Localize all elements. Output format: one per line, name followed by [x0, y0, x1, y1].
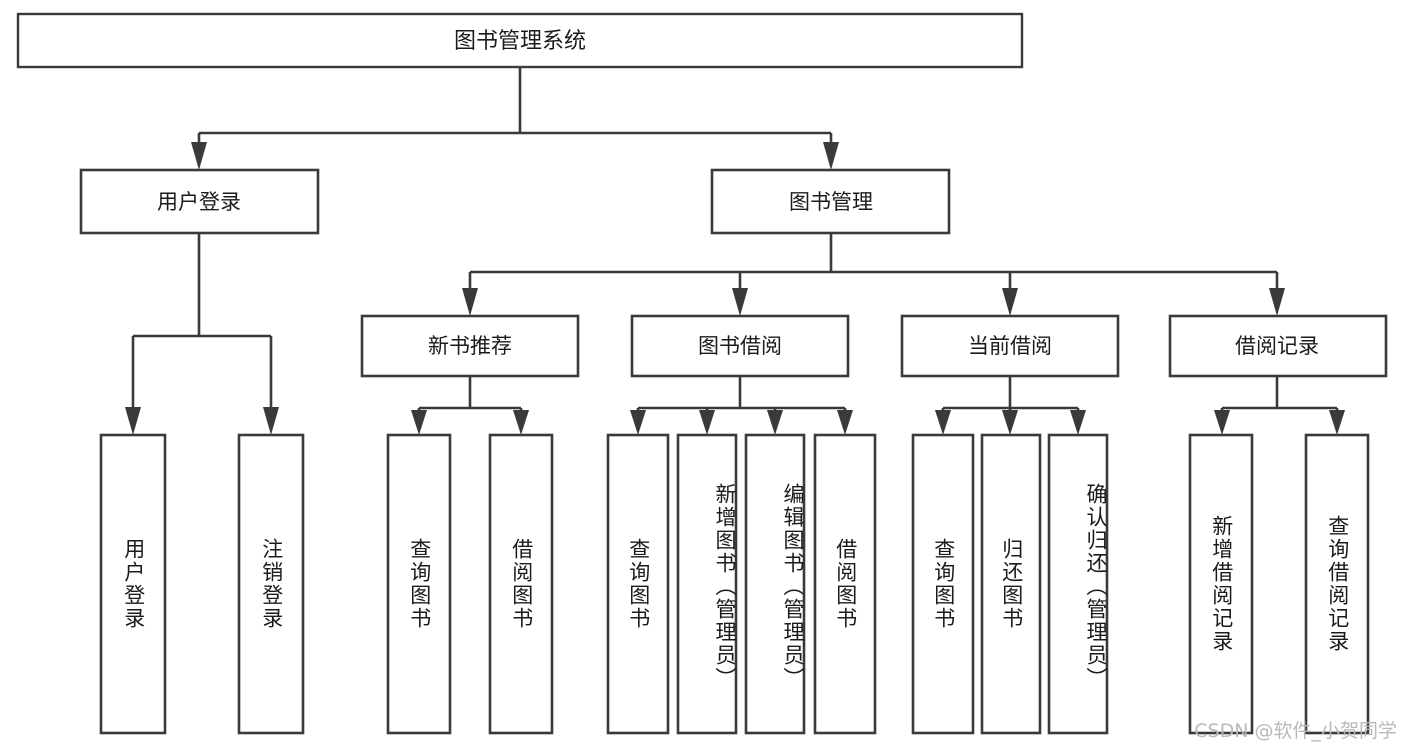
leaf-query-book-3-box[interactable]: [911, 433, 975, 735]
leaf-borrow-book-2-box[interactable]: [813, 433, 877, 735]
leaf-query-book-1-box[interactable]: [386, 433, 452, 735]
arrowhead-current-borrow: [1002, 288, 1018, 316]
node-group: 图书管理系统 用户登录 图书管理 新书推荐 图书借阅 当前: [16, 12, 1388, 735]
node-new-book-recommend-box[interactable]: [360, 314, 580, 378]
arrowhead-leaf-query-book-1: [411, 410, 427, 435]
edge-group: [125, 67, 1345, 435]
leaf-logout-login-box[interactable]: [237, 433, 305, 735]
node-current-borrow-label: 当前借阅: [968, 334, 1052, 358]
leaf-borrow-book-1-box[interactable]: [488, 433, 554, 735]
arrowhead-leaf-query-book-3: [935, 410, 951, 435]
arrowhead-leaf-logout-login: [263, 407, 279, 435]
arrowhead-leaf-borrow-book-1: [513, 410, 529, 435]
leaf-query-record-box[interactable]: [1304, 433, 1370, 735]
arrowhead-book-manage: [823, 142, 839, 170]
node-borrow-record-box[interactable]: [1168, 314, 1388, 378]
arrowhead-leaf-return-book: [1002, 410, 1018, 435]
node-user-login-label: 用户登录: [157, 190, 241, 214]
node-current-borrow-box[interactable]: [900, 314, 1120, 378]
node-book-borrow-box[interactable]: [630, 314, 850, 378]
node-user-login[interactable]: 用户登录: [79, 168, 320, 235]
node-book-manage-label: 图书管理: [789, 190, 873, 214]
arrowhead-leaf-query-book-2: [630, 410, 646, 435]
arrowhead-leaf-borrow-book-2: [837, 410, 853, 435]
leaf-query-book-2-box[interactable]: [606, 433, 670, 735]
arrowhead-leaf-confirm-return: [1070, 410, 1086, 435]
leaf-add-book-box[interactable]: [676, 433, 738, 735]
node-book-borrow[interactable]: 图书借阅: [630, 314, 850, 378]
leaf-add-record-box[interactable]: [1188, 433, 1254, 735]
arrowhead-leaf-edit-book: [767, 410, 783, 435]
node-book-borrow-label: 图书借阅: [698, 334, 782, 358]
arrowhead-user-login: [191, 142, 207, 170]
arrowhead-borrow-record: [1269, 288, 1285, 316]
node-book-manage[interactable]: 图书管理: [710, 168, 951, 235]
node-user-login-box[interactable]: [79, 168, 320, 235]
node-root-label: 图书管理系统: [454, 29, 586, 54]
arrowhead-leaf-add-book: [699, 410, 715, 435]
node-borrow-record-label: 借阅记录: [1235, 334, 1319, 358]
arrowhead-leaf-query-record: [1329, 410, 1345, 435]
node-new-book-recommend[interactable]: 新书推荐: [360, 314, 580, 378]
node-new-book-recommend-label: 新书推荐: [428, 334, 512, 358]
leaf-edit-book-box[interactable]: [744, 433, 806, 735]
arrowhead-book-borrow: [732, 288, 748, 316]
arrowhead-leaf-user-login: [125, 407, 141, 435]
leaf-user-login-box[interactable]: [99, 433, 167, 735]
node-root-box[interactable]: [16, 12, 1024, 69]
node-current-borrow[interactable]: 当前借阅: [900, 314, 1120, 378]
node-borrow-record[interactable]: 借阅记录: [1168, 314, 1388, 378]
node-root[interactable]: 图书管理系统: [16, 12, 1024, 69]
leaf-confirm-return-box[interactable]: [1047, 433, 1109, 735]
arrowhead-leaf-add-record: [1214, 410, 1230, 435]
node-book-manage-box[interactable]: [710, 168, 951, 235]
arrowhead-new-book-recommend: [462, 288, 478, 316]
leaf-return-book-box[interactable]: [980, 433, 1042, 735]
csdn-watermark: CSDN @软件_小贺同学: [1194, 720, 1397, 742]
